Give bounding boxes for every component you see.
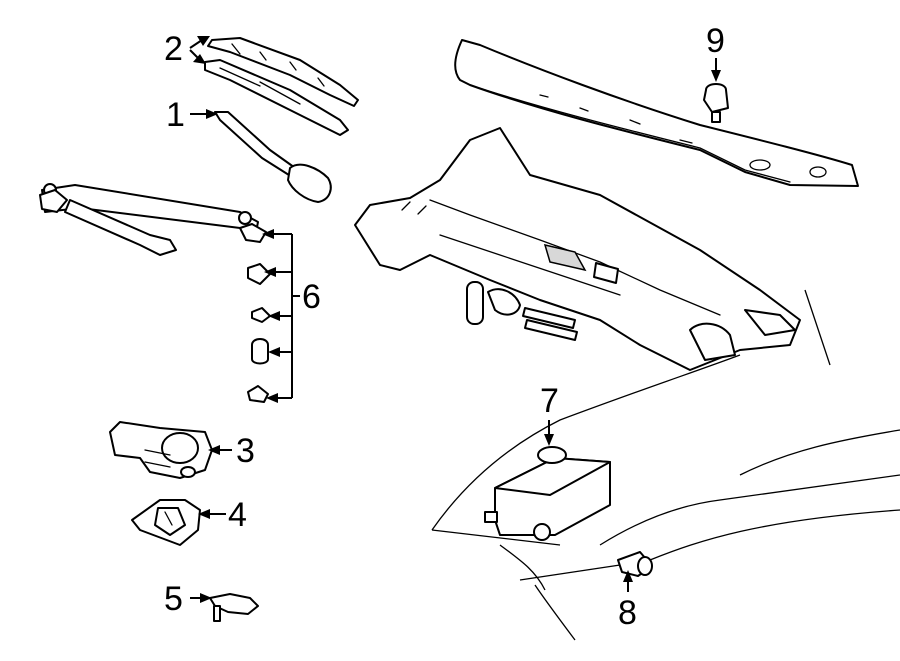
- callout-labels: 1 2 3 4 5 6 7 8 9: [164, 22, 725, 632]
- callout-leaders: [189, 36, 721, 603]
- washer-nozzle: [703, 83, 729, 123]
- wiper-blade: [204, 37, 359, 136]
- callout-1: 1: [166, 96, 185, 134]
- callout-9: 9: [706, 22, 725, 60]
- callout-2: 2: [164, 30, 183, 68]
- callout-5: 5: [164, 580, 183, 618]
- washer-connector: [209, 593, 259, 622]
- wiper-arm: [214, 111, 332, 203]
- callout-4: 4: [228, 496, 247, 534]
- washer-reservoir: [484, 446, 611, 541]
- wiper-motor: [109, 421, 213, 479]
- motor-cover: [131, 499, 201, 546]
- callout-3: 3: [236, 432, 255, 470]
- callout-7: 7: [540, 382, 559, 420]
- wiper-linkage: [39, 183, 259, 256]
- cowl-and-fender-body: [354, 39, 900, 641]
- callout-6: 6: [302, 278, 321, 316]
- callout-8: 8: [618, 594, 637, 632]
- linkage-bushings: [239, 223, 271, 403]
- washer-pump: [617, 551, 653, 577]
